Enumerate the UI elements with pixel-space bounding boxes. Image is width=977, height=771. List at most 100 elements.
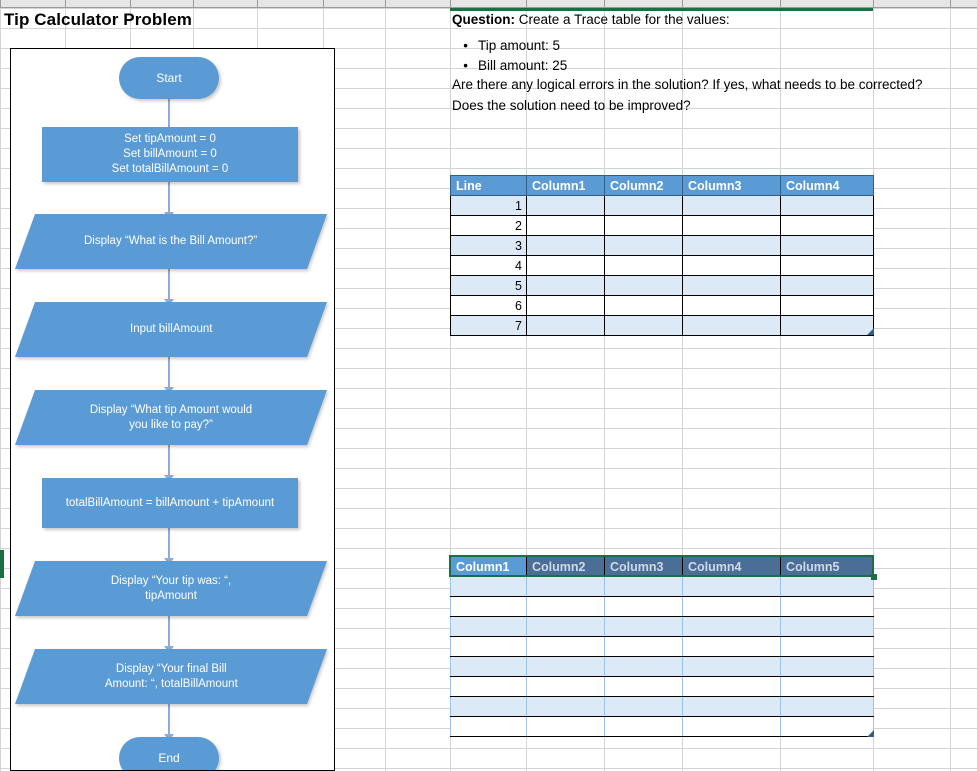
trace-cell-r5-c1[interactable] <box>526 275 605 296</box>
second-cell-r7-c2[interactable] <box>604 696 683 717</box>
second-cell-r2-c4[interactable] <box>780 596 874 617</box>
trace-cell-r4-c4[interactable] <box>780 255 874 276</box>
second-cell-r3-c1[interactable] <box>526 616 605 637</box>
trace-cell-r6-c4[interactable] <box>780 295 874 316</box>
trace-cell-r2-c2[interactable] <box>604 215 683 236</box>
trace-cell-r7-c0[interactable]: 7 <box>450 315 527 336</box>
second-cell-r1-c4[interactable] <box>780 576 874 597</box>
second-cell-r2-c2[interactable] <box>604 596 683 617</box>
trace-cell-r5-c0[interactable]: 5 <box>450 275 527 296</box>
flow-node-display-tip[interactable]: Display “Your tip was: “, tipAmount <box>14 561 328 616</box>
second-cell-r3-c3[interactable] <box>682 616 781 637</box>
table-row[interactable]: 7 <box>450 315 874 336</box>
second-cell-r6-c1[interactable] <box>526 676 605 697</box>
second-cell-r5-c4[interactable] <box>780 656 874 677</box>
trace-cell-r3-c3[interactable] <box>682 235 781 256</box>
trace-cell-r2-c1[interactable] <box>526 215 605 236</box>
second-cell-r3-c0[interactable] <box>450 616 527 637</box>
trace-cell-r5-c4[interactable] <box>780 275 874 296</box>
second-cell-r4-c2[interactable] <box>604 636 683 657</box>
trace-cell-r2-c0[interactable]: 2 <box>450 215 527 236</box>
table-row[interactable] <box>450 576 874 597</box>
trace-cell-r7-c2[interactable] <box>604 315 683 336</box>
trace-cell-r7-c1[interactable] <box>526 315 605 336</box>
trace-cell-r3-c4[interactable] <box>780 235 874 256</box>
trace-cell-r2-c4[interactable] <box>780 215 874 236</box>
second-cell-r2-c3[interactable] <box>682 596 781 617</box>
second-cell-r8-c4[interactable] <box>780 716 874 737</box>
trace-cell-r1-c3[interactable] <box>682 195 781 216</box>
second-cell-r5-c2[interactable] <box>604 656 683 677</box>
trace-cell-r1-c2[interactable] <box>604 195 683 216</box>
table-row[interactable]: 5 <box>450 275 874 296</box>
second-table-header-1[interactable]: Column2 <box>526 556 605 577</box>
second-cell-r7-c3[interactable] <box>682 696 781 717</box>
table-row[interactable]: 2 <box>450 215 874 236</box>
trace-cell-r4-c0[interactable]: 4 <box>450 255 527 276</box>
table-row[interactable] <box>450 616 874 637</box>
trace-cell-r6-c0[interactable]: 6 <box>450 295 527 316</box>
trace-cell-r6-c1[interactable] <box>526 295 605 316</box>
second-cell-r1-c2[interactable] <box>604 576 683 597</box>
trace-cell-r6-c2[interactable] <box>604 295 683 316</box>
second-cell-r7-c1[interactable] <box>526 696 605 717</box>
second-cell-r2-c0[interactable] <box>450 596 527 617</box>
trace-cell-r1-c4[interactable] <box>780 195 874 216</box>
table-row[interactable] <box>450 676 874 697</box>
second-cell-r2-c1[interactable] <box>526 596 605 617</box>
table-row[interactable] <box>450 636 874 657</box>
second-cell-r8-c1[interactable] <box>526 716 605 737</box>
second-cell-r5-c0[interactable] <box>450 656 527 677</box>
table-resize-handle-icon[interactable] <box>866 327 874 335</box>
trace-cell-r3-c1[interactable] <box>526 235 605 256</box>
trace-cell-r7-c3[interactable] <box>682 315 781 336</box>
trace-cell-r1-c1[interactable] <box>526 195 605 216</box>
flow-node-input-bill[interactable]: Input billAmount <box>14 302 328 357</box>
trace-cell-r6-c3[interactable] <box>682 295 781 316</box>
table-row[interactable] <box>450 656 874 677</box>
trace-cell-r4-c1[interactable] <box>526 255 605 276</box>
trace-cell-r1-c0[interactable]: 1 <box>450 195 527 216</box>
second-table-body[interactable] <box>450 576 874 737</box>
second-table-header-2[interactable]: Column3 <box>604 556 683 577</box>
flow-node-end[interactable]: End <box>119 737 219 770</box>
second-cell-r7-c0[interactable] <box>450 696 527 717</box>
trace-cell-r5-c2[interactable] <box>604 275 683 296</box>
flowchart-canvas[interactable]: Start Set tipAmount = 0 Set billAmount =… <box>10 48 335 771</box>
second-cell-r1-c3[interactable] <box>682 576 781 597</box>
second-cell-r4-c0[interactable] <box>450 636 527 657</box>
trace-table-header-1[interactable]: Column1 <box>526 175 605 196</box>
trace-table-header-0[interactable]: Line <box>450 175 527 196</box>
second-cell-r7-c4[interactable] <box>780 696 874 717</box>
flow-node-display-final-bill[interactable]: Display “Your final Bill Amount: “, tota… <box>14 649 328 704</box>
second-cell-r3-c2[interactable] <box>604 616 683 637</box>
second-table-header-0[interactable]: Column1 <box>450 556 527 577</box>
second-table-header-4[interactable]: Column5 <box>780 556 874 577</box>
second-cell-r4-c1[interactable] <box>526 636 605 657</box>
second-cell-r6-c4[interactable] <box>780 676 874 697</box>
trace-cell-r7-c4[interactable] <box>780 315 874 336</box>
trace-cell-r4-c3[interactable] <box>682 255 781 276</box>
trace-table-header-4[interactable]: Column4 <box>780 175 874 196</box>
table-row[interactable] <box>450 716 874 737</box>
table-resize-handle-icon[interactable] <box>866 729 874 737</box>
selection-fill-handle[interactable] <box>871 574 877 580</box>
second-cell-r8-c2[interactable] <box>604 716 683 737</box>
flow-node-start[interactable]: Start <box>119 57 219 99</box>
trace-cell-r3-c0[interactable]: 3 <box>450 235 527 256</box>
second-cell-r5-c1[interactable] <box>526 656 605 677</box>
second-cell-r6-c0[interactable] <box>450 676 527 697</box>
table-row[interactable]: 1 <box>450 195 874 216</box>
flow-node-display-tip-prompt[interactable]: Display “What tip Amount would you like … <box>14 390 328 445</box>
table-row[interactable] <box>450 696 874 717</box>
second-cell-r6-c3[interactable] <box>682 676 781 697</box>
trace-cell-r5-c3[interactable] <box>682 275 781 296</box>
second-cell-r4-c3[interactable] <box>682 636 781 657</box>
table-row[interactable] <box>450 596 874 617</box>
trace-cell-r2-c3[interactable] <box>682 215 781 236</box>
trace-cell-r3-c2[interactable] <box>604 235 683 256</box>
trace-table-header-3[interactable]: Column3 <box>682 175 781 196</box>
table-row[interactable]: 4 <box>450 255 874 276</box>
